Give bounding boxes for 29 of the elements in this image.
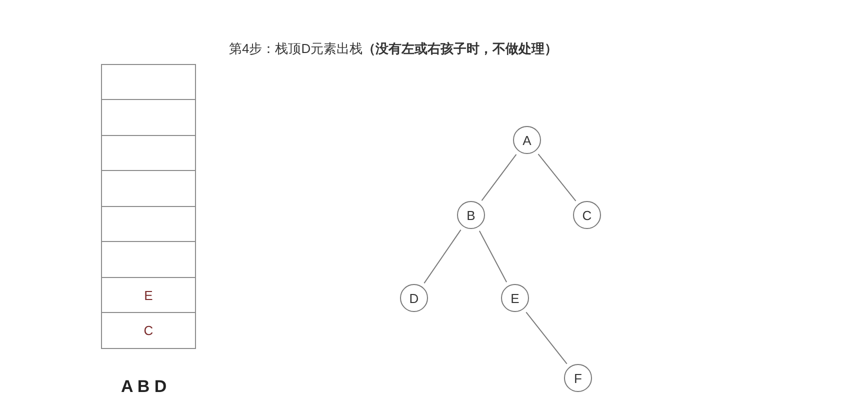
node-label: A: [522, 132, 532, 148]
stack-cell: [101, 99, 196, 136]
node-label: F: [574, 370, 582, 386]
tree-node-circle: [400, 284, 428, 312]
node-label: D: [409, 290, 419, 306]
stack-cell: [101, 312, 196, 349]
stack-cell: [101, 170, 196, 207]
stack-cell: [101, 64, 196, 100]
tree-edge: [538, 154, 576, 202]
node-label: E: [510, 290, 520, 306]
popped-sequence: A B D: [121, 377, 167, 397]
tree-node-circle: [501, 284, 529, 312]
tree-node-circle: [457, 201, 485, 229]
tree-edge: [526, 312, 568, 364]
tree-node-circle: [564, 364, 592, 392]
tree-node-circle: [513, 126, 541, 154]
stack-cell: [101, 277, 196, 313]
title: 第4步：栈顶D元素出栈（没有左或右孩子时，不做处理）: [229, 40, 558, 58]
tree-edge: [424, 229, 462, 284]
stack-cell: [101, 241, 196, 278]
tree-node-circle: [573, 201, 601, 229]
stack-cell: [101, 135, 196, 171]
stack-cell: [101, 206, 196, 242]
node-label: C: [144, 323, 154, 338]
tree-edge: [478, 230, 508, 283]
tree-edge: [481, 154, 517, 202]
node-label: C: [582, 208, 592, 222]
node-label: B: [466, 208, 476, 222]
node-label: E: [144, 288, 153, 302]
